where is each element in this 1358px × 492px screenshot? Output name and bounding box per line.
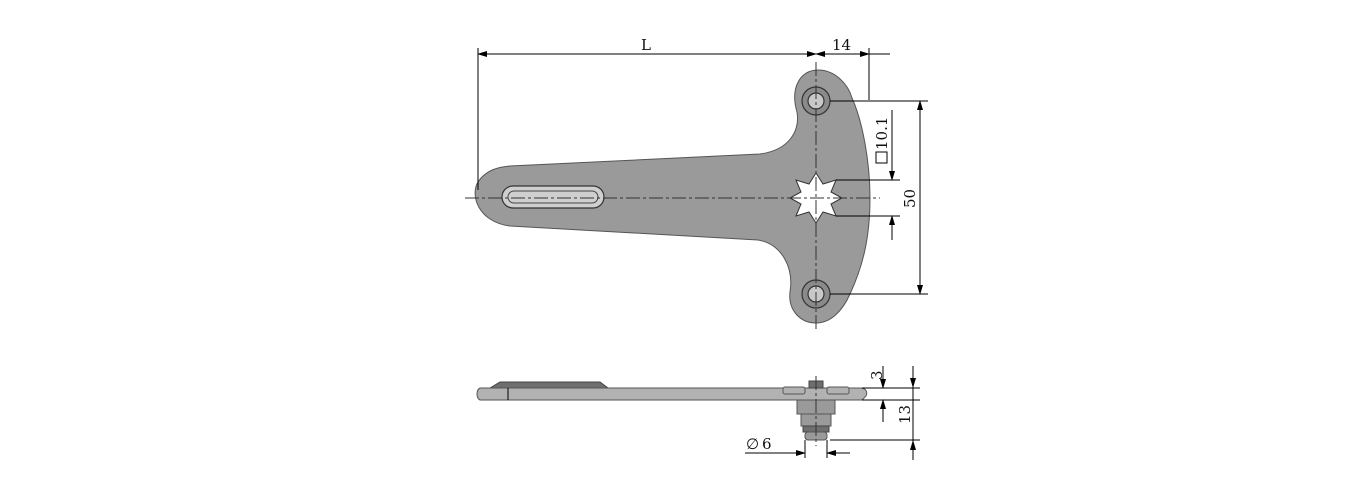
side-slot-raise — [488, 381, 610, 389]
dim-L-label: L — [641, 36, 651, 54]
top-view — [465, 62, 880, 330]
square-symbol — [875, 151, 888, 164]
side-dimensions: 3 13 ∅ 6 — [745, 366, 920, 460]
top-dimensions: L 14 50 10.1 — [477, 36, 928, 295]
slot — [501, 185, 605, 209]
slot-inner — [507, 190, 599, 204]
dim-14-label: 14 — [832, 36, 851, 54]
dim-13-label: 13 — [896, 405, 914, 424]
dim-square-label: 10.1 — [873, 117, 891, 150]
dim-3-label: 3 — [868, 370, 886, 380]
side-plate — [476, 387, 868, 401]
dim-dia-label: 6 — [762, 435, 772, 453]
side-view — [476, 376, 868, 446]
plate-body — [474, 69, 871, 324]
dim-dia-symbol: ∅ — [746, 435, 759, 453]
dim-50-label: 50 — [901, 189, 919, 208]
